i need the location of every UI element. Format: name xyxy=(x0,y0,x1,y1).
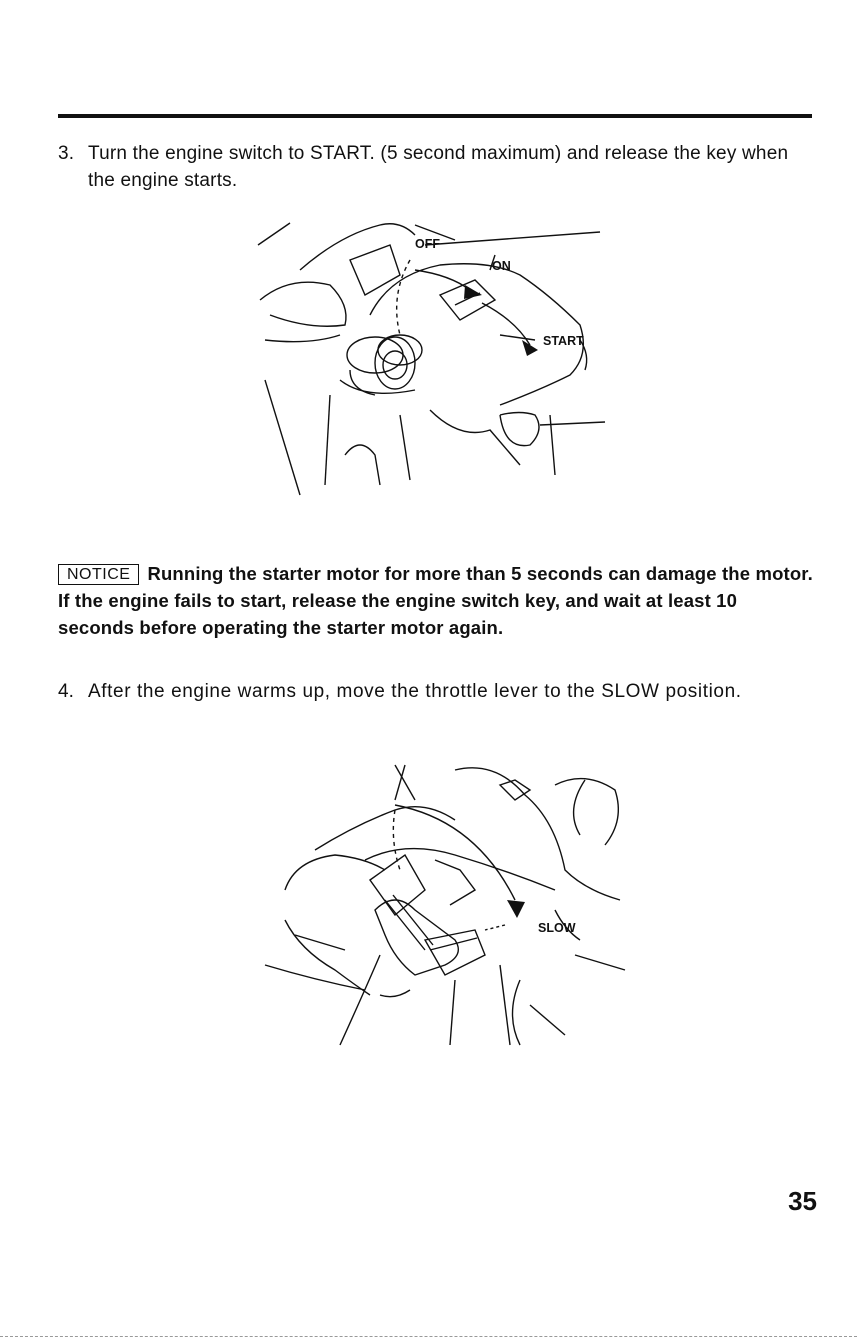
step-text: After the engine warms up, move the thro… xyxy=(88,681,742,702)
step-4: 4. After the engine warms up, move the t… xyxy=(58,678,818,705)
notice-block: NOTICE Running the starter motor for more… xyxy=(58,560,818,641)
off-label: OFF xyxy=(415,237,440,251)
page-number: 35 xyxy=(788,1186,817,1216)
notice-badge: NOTICE xyxy=(58,564,140,585)
on-label: ON xyxy=(492,259,511,273)
notice-instruction: If the engine fails to start, release th… xyxy=(58,590,738,638)
step-text: Turn the engine switch to START. (5 seco… xyxy=(88,143,789,191)
engine-switch-illustration: OFF ON START xyxy=(257,222,606,496)
throttle-lever-illustration: SLOW xyxy=(264,764,626,1046)
step-number: 3. xyxy=(58,143,75,164)
step-3: 3. Turn the engine switch to START. (5 s… xyxy=(58,140,818,194)
footer-rule xyxy=(0,1336,857,1338)
notice-text: Running the starter motor for more than … xyxy=(147,563,813,584)
step-number: 4. xyxy=(58,681,74,702)
slow-label: SLOW xyxy=(538,921,576,935)
header-rule xyxy=(58,114,812,118)
start-label: START xyxy=(543,334,584,348)
